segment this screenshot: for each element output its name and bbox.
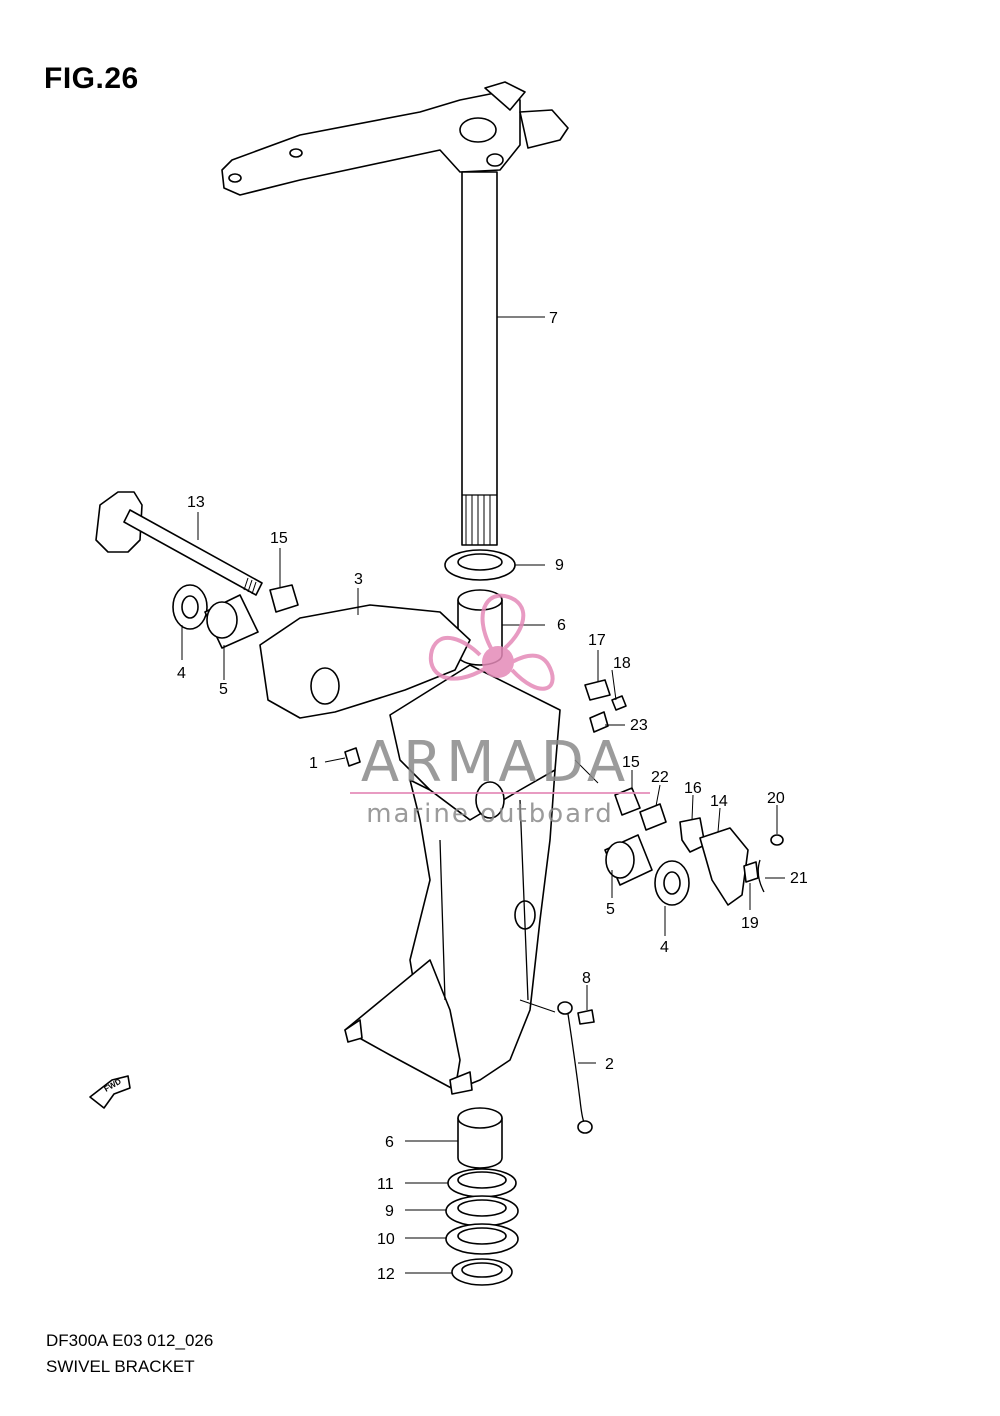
swivel-bracket-body [259,604,561,1095]
callout-13: 13 [187,494,205,511]
bolt-1 [344,747,361,767]
callout-23: 23 [630,717,648,734]
footer-part-name: SWIVEL BRACKET [46,1357,195,1376]
nut-19 [743,861,759,883]
callout-16: 16 [684,780,702,797]
bushing-15-left [269,584,299,613]
steering-shaft [461,171,498,546]
callout-9-lower: 9 [385,1203,394,1220]
callout-6-lower: 6 [385,1134,394,1151]
washer-9-upper-hole [457,553,503,571]
callout-12: 12 [377,1266,395,1283]
steering-arm [221,81,569,196]
pin-16 [679,817,706,853]
watermark-tagline: marine outboard [366,799,614,829]
callout-22: 22 [651,769,669,786]
callout-9-upper: 9 [555,557,564,574]
callout-15-right: 15 [622,754,640,771]
screw-18 [611,695,627,711]
figure-title: FIG.26 [44,62,139,95]
callout-4-right: 4 [660,939,669,956]
bushing-6-lower [457,1107,503,1169]
callout-21: 21 [790,870,808,887]
callout-19: 19 [741,915,759,932]
callout-5-right: 5 [606,901,615,918]
callout-11: 11 [377,1176,394,1193]
footer-model-code: DF300A E03 012_026 [46,1331,214,1350]
tilt-tube [95,491,263,596]
washer-20 [770,834,784,846]
bushing-5-right [604,834,653,886]
leader-lines [181,316,785,1274]
callout-15-left: 15 [270,530,288,547]
bushing-5-left [204,594,259,649]
ground-wire-2 [557,1001,593,1134]
cotter-pin-21 [757,859,765,893]
plate-17 [584,679,611,701]
callout-3: 3 [354,571,363,588]
callout-20: 20 [767,790,785,807]
callout-14: 14 [710,793,728,810]
spring-22 [639,803,667,831]
callout-10: 10 [377,1231,395,1248]
callout-17: 17 [588,632,606,649]
washer-4-right [654,860,690,906]
screw-8 [577,1009,595,1025]
spring-23 [589,711,609,733]
callout-6-upper: 6 [557,617,566,634]
watermark-brand: ARMADA [361,730,629,795]
lever-14 [699,827,749,906]
callout-2: 2 [605,1056,614,1073]
armada-watermark: ARMADA marine outboard [350,593,650,829]
washer-4-left [172,584,208,630]
callout-18: 18 [613,655,631,672]
fwd-arrow-icon: FWD [89,1075,131,1109]
propeller-logo-icon [428,593,555,691]
callout-5-left: 5 [219,681,228,698]
callout-1: 1 [309,755,318,772]
callout-7: 7 [549,310,558,327]
callout-labels: 7 13 15 3 9 6 17 18 23 4 5 1 15 22 16 14… [177,310,808,1283]
callout-4-left: 4 [177,665,186,682]
lower-washer-stack [445,1168,519,1286]
bushing-15-right [614,787,641,816]
callout-8: 8 [582,970,591,987]
